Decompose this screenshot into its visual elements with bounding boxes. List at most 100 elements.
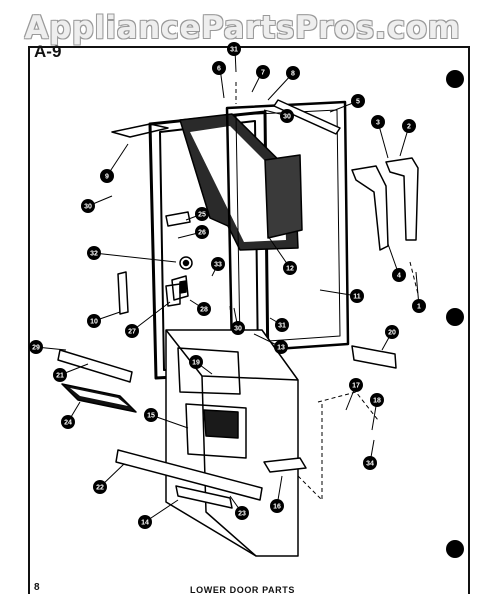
callout-marker — [275, 318, 289, 332]
callout-marker — [227, 42, 241, 56]
callout-number: 20 — [388, 330, 396, 337]
callout-27: 27 — [125, 324, 139, 338]
callout-number: 31 — [230, 47, 238, 54]
callout-20: 20 — [385, 325, 399, 339]
callout-marker — [274, 340, 288, 354]
callout-15: 15 — [144, 408, 158, 422]
callout-1: 1 — [412, 299, 426, 313]
punch-hole — [446, 308, 464, 326]
callout-number: 11 — [353, 294, 361, 301]
callout-17: 17 — [349, 378, 363, 392]
callout-10: 10 — [87, 314, 101, 328]
callout-number: 25 — [198, 212, 206, 219]
callout-34: 34 — [363, 456, 377, 470]
callout-6: 6 — [212, 61, 226, 75]
callout-marker — [349, 378, 363, 392]
callout-number: 29 — [32, 345, 40, 352]
callout-number: 18 — [373, 398, 381, 405]
callout-marker — [189, 355, 203, 369]
callout-number: 8 — [291, 71, 295, 78]
callout-marker — [371, 115, 385, 129]
callout-33: 33 — [211, 257, 225, 271]
callout-marker — [138, 515, 152, 529]
callout-number: 30 — [84, 204, 92, 211]
callout-31: 31 — [275, 318, 289, 332]
callout-number: 26 — [198, 230, 206, 237]
callout-number: 33 — [214, 262, 222, 269]
callout-marker — [87, 246, 101, 260]
punch-hole — [446, 70, 464, 88]
punch-hole — [446, 540, 464, 558]
callout-marker — [100, 169, 114, 183]
callout-number: 32 — [90, 251, 98, 258]
callout-marker — [235, 506, 249, 520]
callout-marker — [270, 499, 284, 513]
frame-right — [468, 46, 470, 594]
callout-marker — [231, 321, 245, 335]
callout-marker — [283, 261, 297, 275]
callout-marker — [93, 480, 107, 494]
callout-marker — [392, 268, 406, 282]
callout-5: 5 — [351, 94, 365, 108]
callout-marker — [211, 257, 225, 271]
callout-number: 1 — [417, 304, 421, 311]
callout-marker — [363, 456, 377, 470]
callout-number: 4 — [397, 273, 401, 280]
callout-marker — [351, 94, 365, 108]
callout-marker — [350, 289, 364, 303]
callout-23: 23 — [235, 506, 249, 520]
callout-21: 21 — [53, 368, 67, 382]
callout-number: 7 — [261, 70, 265, 77]
callout-25: 25 — [195, 207, 209, 221]
callout-number: 27 — [128, 329, 136, 336]
callout-18: 18 — [370, 393, 384, 407]
callout-11: 11 — [350, 289, 364, 303]
callout-marker — [195, 225, 209, 239]
callout-number: 12 — [286, 266, 294, 273]
callout-8: 8 — [286, 66, 300, 80]
diagram-caption: LOWER DOOR PARTS — [190, 585, 295, 595]
page-number: 8 — [34, 582, 40, 593]
callout-number: 10 — [90, 319, 98, 326]
callout-number: 24 — [64, 420, 72, 427]
callout-marker — [53, 368, 67, 382]
callout-marker — [412, 299, 426, 313]
callout-number: 30 — [234, 326, 242, 333]
callout-number: 30 — [283, 114, 291, 121]
callout-marker — [195, 207, 209, 221]
callout-marker — [256, 65, 270, 79]
callout-number: 28 — [200, 307, 208, 314]
callout-marker — [61, 415, 75, 429]
callout-number: 23 — [238, 511, 246, 518]
callout-marker — [385, 325, 399, 339]
callout-number: 16 — [273, 504, 281, 511]
callout-number: 13 — [277, 345, 285, 352]
figure-label: A-9 — [34, 42, 62, 61]
callout-26: 26 — [195, 225, 209, 239]
callout-4: 4 — [392, 268, 406, 282]
callout-30: 30 — [231, 321, 245, 335]
callout-number: 2 — [407, 124, 411, 131]
callout-number: 5 — [356, 99, 360, 106]
callout-marker — [197, 302, 211, 316]
callout-number: 22 — [96, 485, 104, 492]
callout-2: 2 — [402, 119, 416, 133]
callout-number: 31 — [278, 323, 286, 330]
callout-number: 14 — [141, 520, 149, 527]
callout-3: 3 — [371, 115, 385, 129]
callout-marker — [402, 119, 416, 133]
callout-7: 7 — [256, 65, 270, 79]
callout-marker — [370, 393, 384, 407]
callout-marker — [81, 199, 95, 213]
callout-28: 28 — [197, 302, 211, 316]
callout-number: 17 — [352, 383, 360, 390]
frame-left — [28, 46, 30, 594]
callout-30: 30 — [280, 109, 294, 123]
callout-19: 19 — [189, 355, 203, 369]
callout-number: 34 — [366, 461, 374, 468]
callout-13: 13 — [274, 340, 288, 354]
callout-9: 9 — [100, 169, 114, 183]
callout-14: 14 — [138, 515, 152, 529]
